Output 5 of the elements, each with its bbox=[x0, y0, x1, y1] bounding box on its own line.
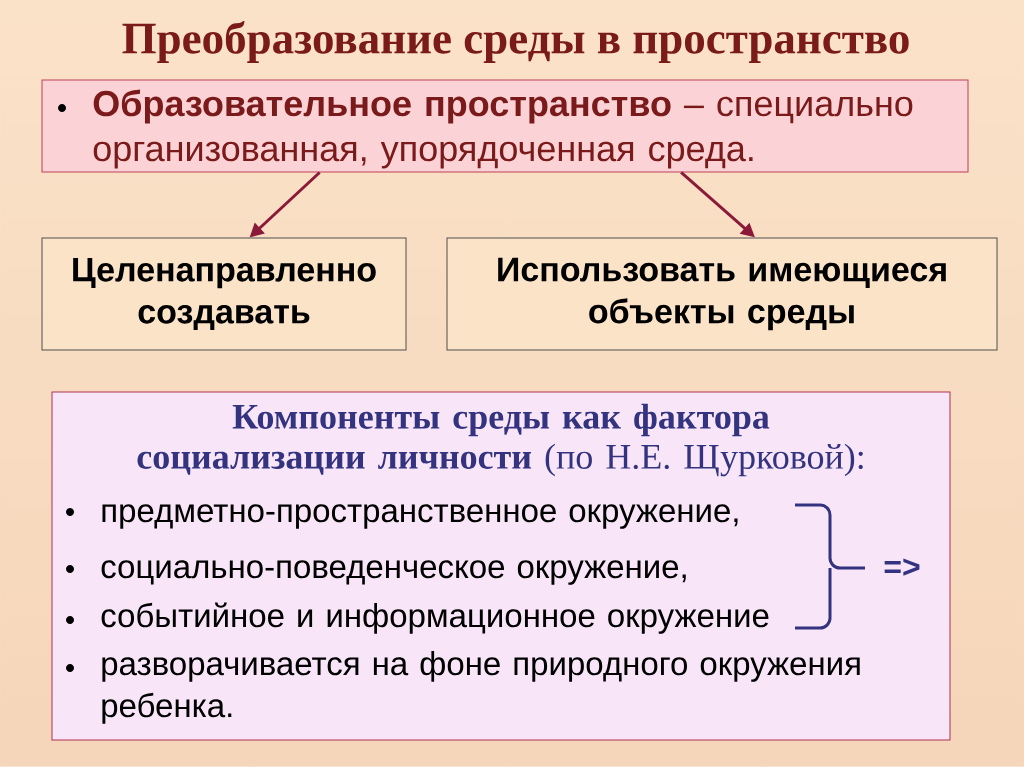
arrow-symbol: => bbox=[884, 558, 920, 576]
title: Преобразование среды в пространство bbox=[122, 21, 909, 63]
process-box: Использовать имеющиеся объекты среды bbox=[446, 237, 998, 351]
text-box: Образовательное пространство – специально организованная, упорядоченная среда. bbox=[41, 79, 969, 173]
process-box: Целенаправленно создавать bbox=[41, 237, 407, 351]
